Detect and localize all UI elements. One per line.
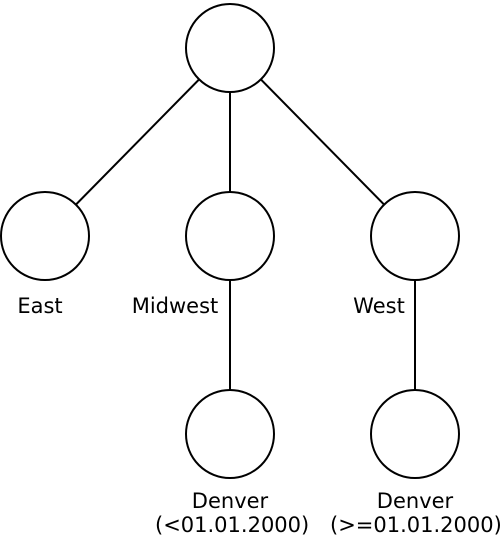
label-denver-before-date: (<01.01.2000)	[155, 513, 310, 537]
label-denver-before-name: Denver	[191, 489, 269, 513]
node-denver-before	[185, 389, 275, 479]
label-east: East	[17, 294, 63, 318]
label-midwest: Midwest	[131, 294, 219, 318]
node-root	[185, 3, 275, 93]
label-west: West	[353, 294, 405, 318]
node-denver-after	[370, 389, 460, 479]
label-denver-after-date: (>=01.01.2000)	[330, 513, 500, 537]
label-denver-after-name: Denver	[376, 489, 454, 513]
node-west	[370, 191, 460, 281]
node-east	[0, 191, 90, 281]
node-midwest	[185, 191, 275, 281]
